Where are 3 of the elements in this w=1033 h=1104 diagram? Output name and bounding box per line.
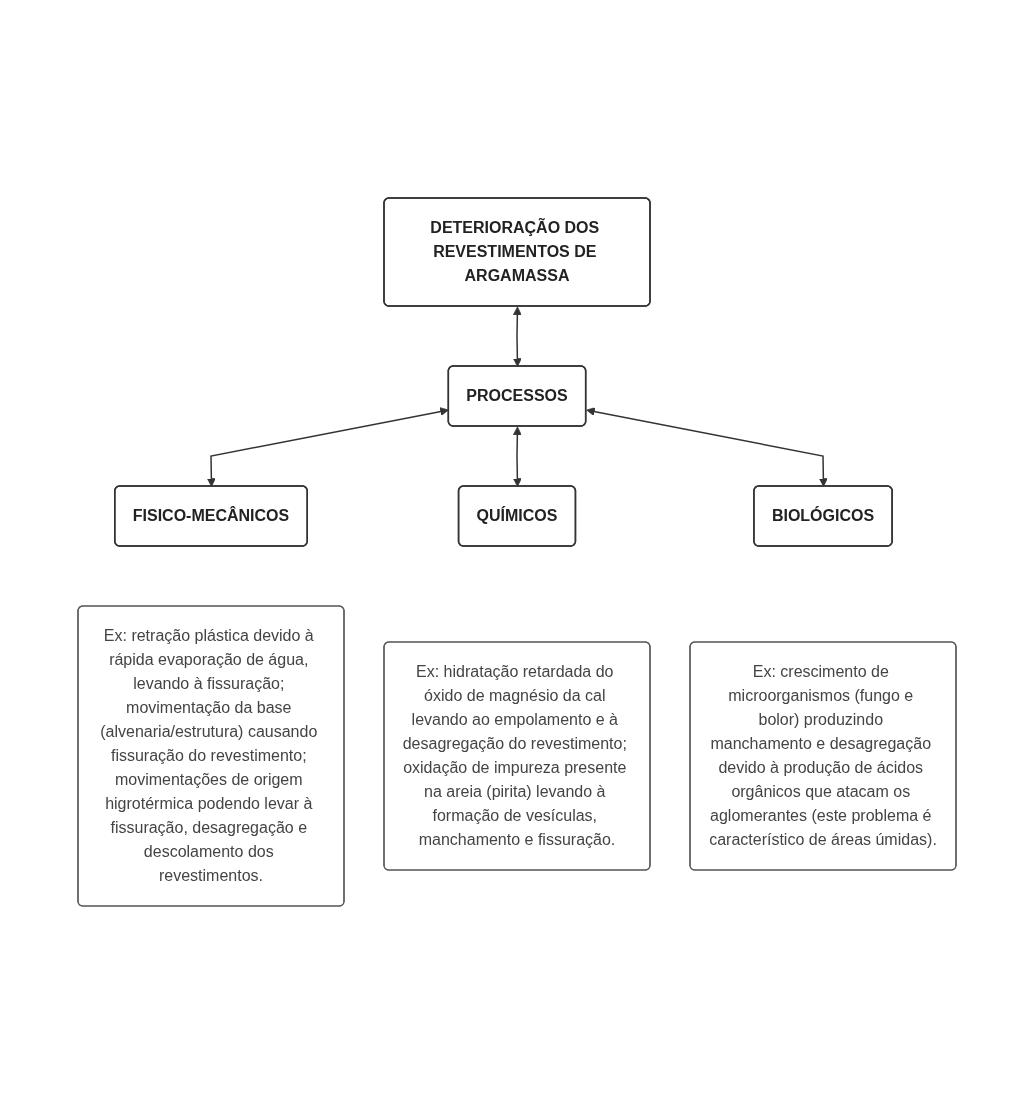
arrow (512, 306, 522, 367)
arrow (512, 426, 522, 487)
arrow (585, 407, 828, 487)
